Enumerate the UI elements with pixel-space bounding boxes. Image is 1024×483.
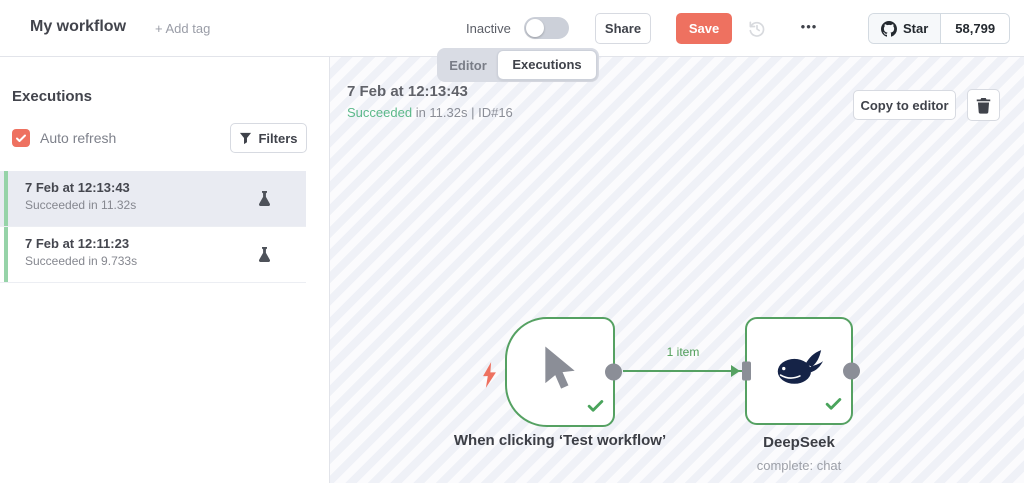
- connection-items-label: 1 item: [666, 345, 700, 359]
- version-history-icon[interactable]: [747, 19, 767, 39]
- more-options-button[interactable]: •••: [800, 19, 818, 34]
- connection-arrow: [731, 365, 740, 377]
- deepseek-whale-icon: [775, 349, 823, 392]
- share-button[interactable]: Share: [595, 13, 651, 44]
- execution-canvas[interactable]: 7 Feb at 12:13:43 Succeeded in 11.32s | …: [330, 57, 1024, 483]
- executions-sidebar: Executions Auto refresh Filters 7 Feb at…: [0, 57, 330, 483]
- node-connection[interactable]: [623, 365, 743, 377]
- deepseek-node-label: DeepSeek: [763, 434, 835, 451]
- tab-editor[interactable]: Editor: [449, 57, 487, 73]
- add-tag-button[interactable]: + Add tag: [155, 21, 211, 36]
- execution-status-bar: [4, 171, 8, 226]
- execution-item-title: 7 Feb at 12:13:43: [25, 180, 130, 195]
- save-button[interactable]: Save: [676, 13, 732, 44]
- execution-status-bar: [4, 227, 8, 282]
- filter-funnel-icon: [240, 132, 252, 144]
- cursor-icon: [541, 346, 579, 396]
- sidebar-heading: Executions: [12, 88, 93, 105]
- trigger-node-label: When clicking ‘Test workflow’: [453, 432, 667, 449]
- node-deepseek[interactable]: [742, 317, 860, 425]
- github-star-label: Star: [903, 21, 929, 36]
- node-manual-trigger[interactable]: [483, 317, 622, 427]
- active-state-label: Inactive: [466, 21, 511, 36]
- auto-refresh-checkbox[interactable]: [12, 129, 30, 147]
- view-tab-switch: Editor Executions: [437, 48, 599, 82]
- input-connector[interactable]: [742, 361, 751, 381]
- checkbox-check-icon: [16, 134, 26, 142]
- github-star-widget[interactable]: Star 58,799: [868, 13, 1011, 44]
- execution-list-item[interactable]: 7 Feb at 12:13:43 Succeeded in 11.32s: [0, 171, 306, 227]
- filters-button[interactable]: Filters: [230, 123, 307, 153]
- success-check-icon: [824, 394, 843, 418]
- output-connector[interactable]: [843, 362, 860, 380]
- copy-to-editor-button[interactable]: Copy to editor: [853, 90, 956, 120]
- toggle-knob: [526, 19, 544, 37]
- deepseek-node-sublabel: complete: chat: [756, 458, 842, 473]
- execution-item-title: 7 Feb at 12:11:23: [25, 236, 130, 251]
- github-star-count[interactable]: 58,799: [941, 14, 1010, 43]
- output-connector[interactable]: [605, 363, 622, 381]
- test-execution-flask-icon: [257, 190, 272, 212]
- test-execution-flask-icon: [257, 246, 272, 268]
- execution-item-subtitle: Succeeded in 11.32s: [25, 198, 137, 212]
- tab-executions[interactable]: Executions: [497, 50, 597, 80]
- active-toggle[interactable]: [524, 17, 569, 39]
- workflow-title[interactable]: My workflow: [30, 18, 127, 35]
- trigger-bolt-icon: [482, 362, 497, 393]
- execution-item-subtitle: Succeeded in 9.733s: [25, 254, 138, 268]
- filters-label: Filters: [258, 130, 298, 146]
- execution-status-line: Succeeded in 11.32s | ID#16: [347, 105, 513, 120]
- execution-list-item[interactable]: 7 Feb at 12:11:23 Succeeded in 9.733s: [0, 227, 306, 283]
- execution-status: Succeeded: [347, 105, 413, 120]
- github-star-button[interactable]: Star: [869, 14, 942, 43]
- execution-title: 7 Feb at 12:13:43: [347, 83, 468, 100]
- trash-icon: [976, 97, 991, 114]
- top-bar: My workflow + Add tag Inactive Share Sav…: [0, 0, 1024, 57]
- execution-meta: in 11.32s | ID#16: [415, 105, 513, 120]
- success-check-icon: [586, 396, 605, 420]
- auto-refresh-label[interactable]: Auto refresh: [40, 130, 117, 146]
- delete-execution-button[interactable]: [967, 89, 1000, 121]
- github-icon: [881, 20, 897, 37]
